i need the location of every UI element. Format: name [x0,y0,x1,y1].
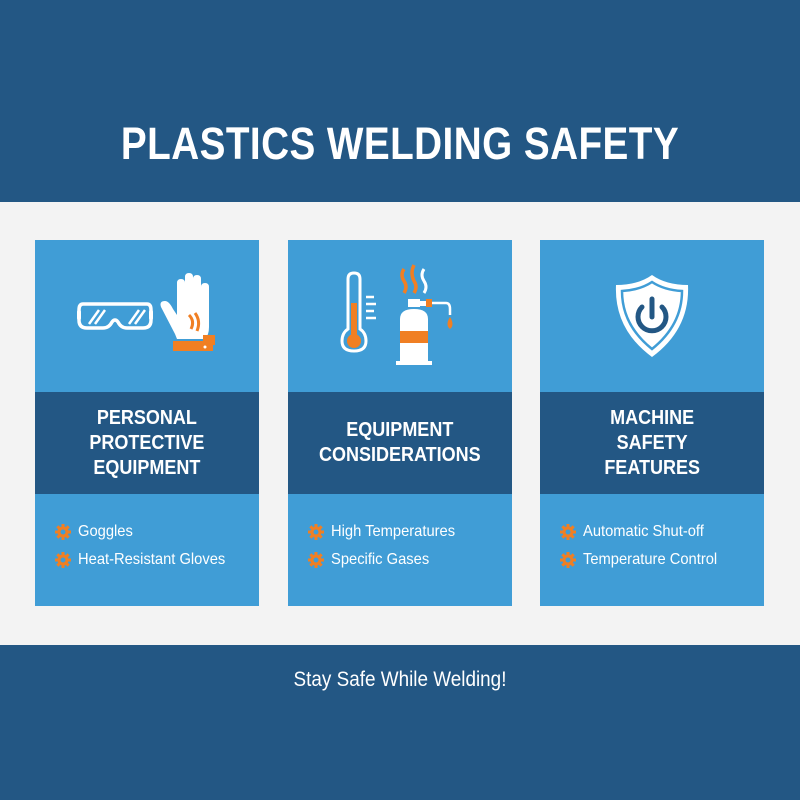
gear-icon [308,524,324,540]
thermometer-icon [340,271,376,353]
card-title: PERSONAL PROTECTIVE EQUIPMENT [89,406,205,479]
header-banner [0,0,800,202]
footer-banner [0,645,800,800]
card-title: EQUIPMENT CONSIDERATIONS [319,419,481,466]
card-list: Automatic Shut-off Temperature Control [560,518,729,574]
card-equipment-considerations: EQUIPMENT CONSIDERATIONS High Temperatur… [288,240,512,606]
card-list: Goggles Heat-Resistant Gloves [55,518,238,574]
gas-cylinder-icon [396,264,453,365]
list-item: Goggles [55,518,238,546]
list-item: Specific Gases [308,546,466,574]
list-item: Automatic Shut-off [560,518,729,546]
page-title: PLASTICS WELDING SAFETY [120,118,680,169]
card-title: MACHINE SAFETY FEATURES [604,406,700,479]
gear-icon [55,524,71,540]
card-machine-safety-features: MACHINE SAFETY FEATURES Automatic Shut-o… [540,240,764,606]
list-item: Heat-Resistant Gloves [55,546,238,574]
card-list: High Temperatures Specific Gases [308,518,466,574]
list-item: High Temperatures [308,518,466,546]
gear-icon [308,552,324,568]
glove-icon [160,272,215,351]
gear-icon [560,524,576,540]
list-item: Temperature Control [560,546,729,574]
card-header-band: PERSONAL PROTECTIVE EQUIPMENT [35,392,259,494]
goggles-icon [77,302,153,330]
card-header-band: MACHINE SAFETY FEATURES [540,392,764,494]
footer-tagline: Stay Safe While Welding! [293,668,507,691]
gear-icon [55,552,71,568]
shield-power-icon [615,275,689,357]
card-header-band: EQUIPMENT CONSIDERATIONS [288,392,512,494]
gear-icon [560,552,576,568]
card-personal-protective-equipment: PERSONAL PROTECTIVE EQUIPMENT Goggles He… [35,240,259,606]
